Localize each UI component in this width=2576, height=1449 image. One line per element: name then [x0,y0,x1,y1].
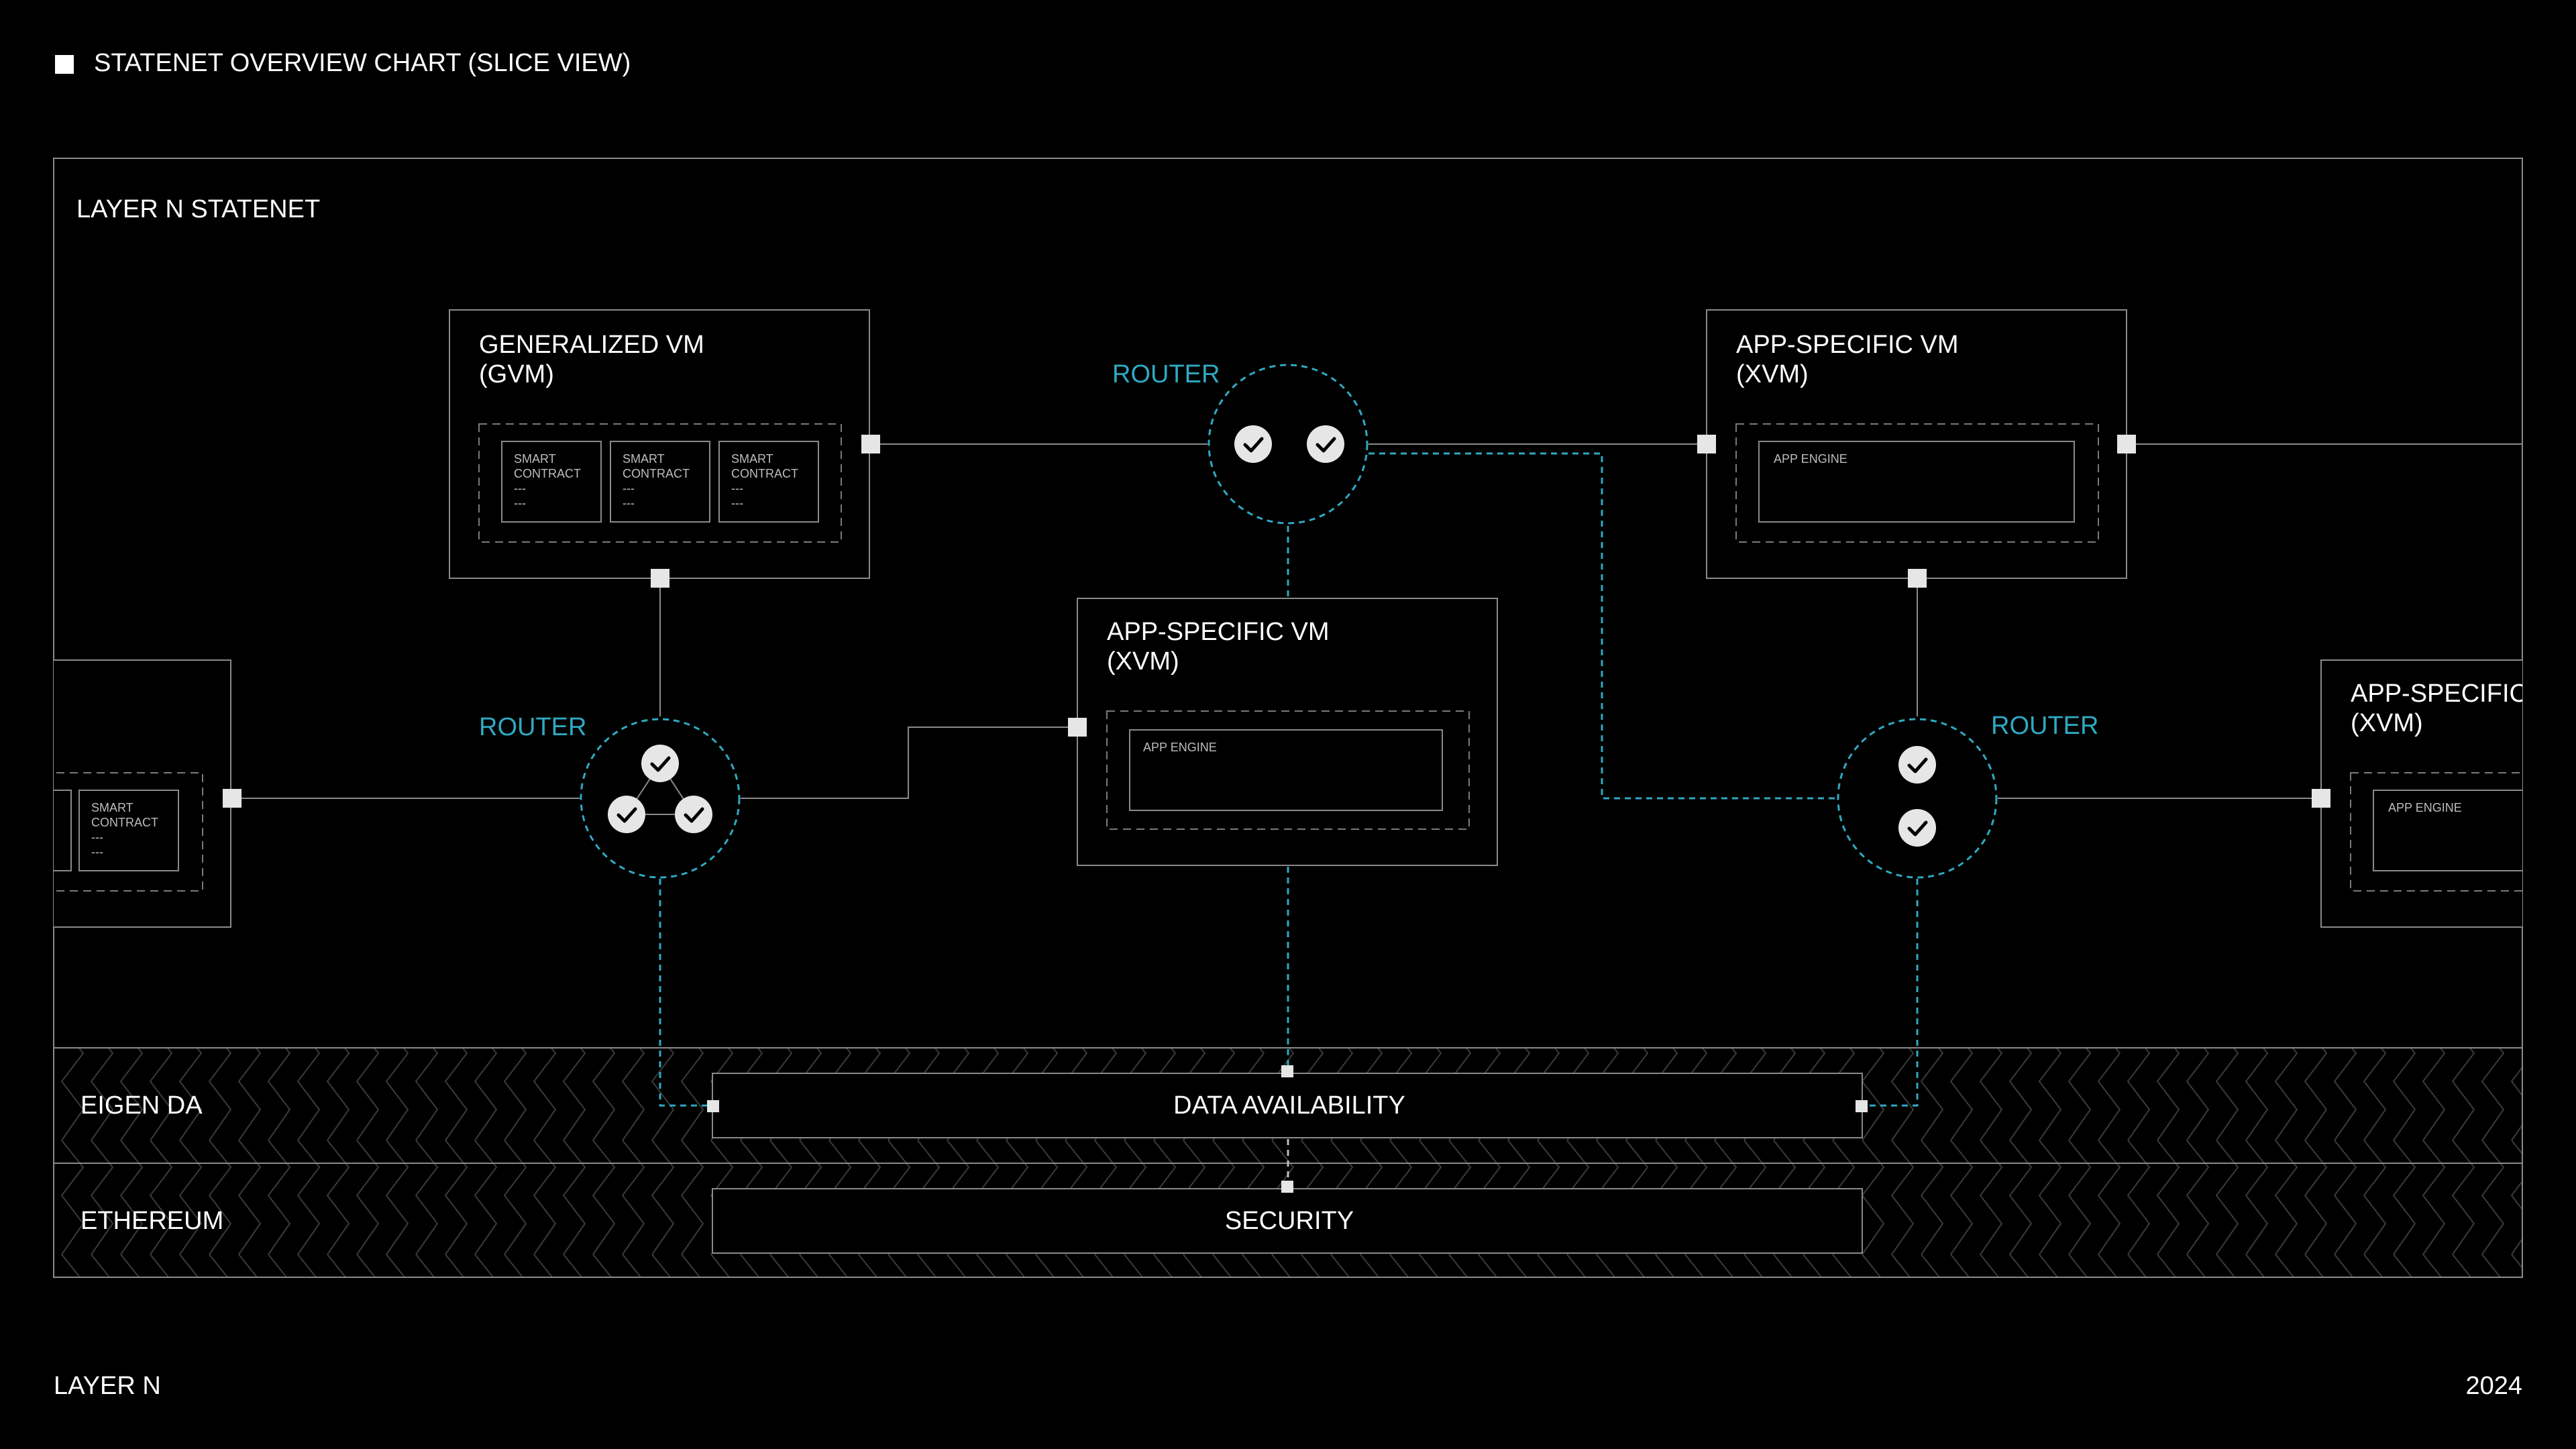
app-engine-box [1129,729,1443,811]
contract-text: CONTRACT [514,467,581,480]
xvm-top-title-line2: (XVM) [1736,360,1809,388]
check-icon [675,796,712,833]
footer-left: LAYER N [54,1372,161,1400]
gvm-contract-group [478,423,842,543]
xvm-center-title-line2: (XVM) [1107,647,1179,676]
contract-text: SMART [514,452,556,466]
connector-node [2117,435,2136,453]
check-icon [1898,809,1936,847]
connector-node [861,435,880,453]
check-icon [1234,425,1272,463]
xvm-top-title-line1: APP-SPECIFIC VM [1736,331,1959,359]
contract-text: --- [623,496,635,510]
xvm-right-title-line2: (XVM) [2351,709,2423,737]
smart-contract-card: SMART CONTRACT --- --- [610,441,710,523]
connector-node [223,789,241,808]
solid-connections [232,443,2522,799]
left-partial-box: I SMART CONTRACT --- --- [48,659,231,928]
connector-node [1281,1181,1293,1193]
contract-text: --- [91,830,103,844]
contract-text: CONTRACT [731,467,798,480]
xvm-right-title-line1: APP-SPECIFIC VM [2351,680,2573,708]
contract-text: --- [623,482,635,495]
page-title: STATENET OVERVIEW CHART (SLICE VIEW) [94,49,631,77]
router-top: ROUTER [1112,360,1368,525]
security-box [712,1188,1863,1254]
connector-node [1856,1100,1868,1112]
contract-text: --- [731,482,743,495]
contract-text: SMART [623,452,665,466]
check-icon [1307,425,1344,463]
smart-contract-card: SMART CONTRACT --- --- [718,441,819,523]
connector-node [1908,569,1927,588]
eigen-da-label: EIGEN DA [80,1091,203,1120]
router-left-label: ROUTER [479,713,586,741]
footer-right: 2024 [2465,1372,2522,1400]
security-label: SECURITY [1225,1207,1354,1235]
connector-node [1697,435,1716,453]
connector-node [1281,1065,1293,1077]
contract-text: --- [731,496,743,510]
app-engine-label: APP ENGINE [2388,801,2462,814]
contract-text: --- [514,482,526,495]
header-square-icon [55,55,74,74]
contract-text: CONTRACT [91,816,158,829]
statenet-title: LAYER N STATENET [76,195,320,223]
router-left: ROUTER [479,713,741,879]
check-icon [1898,746,1936,784]
contract-text: --- [514,496,526,510]
xvm-right-partial-box: APP-SPECIFIC VM (XVM) APP ENGINE [2320,659,2573,928]
smart-contract-card [78,790,179,871]
check-icon [641,745,679,782]
app-engine-label: APP ENGINE [1143,741,1217,754]
xvm-top-box: APP-SPECIFIC VM (XVM) APP ENGINE [1706,309,2127,579]
connector-node [707,1100,719,1112]
contract-text: SMART [91,801,133,814]
app-engine-box [2373,790,2522,871]
router-right-label: ROUTER [1991,712,2098,740]
app-engine-box [1758,441,2075,523]
xvm-center-title-line1: APP-SPECIFIC VM [1107,618,1330,646]
gvm-title-line1: GENERALIZED VM [479,331,704,359]
contract-text: CONTRACT [623,467,690,480]
dashed-connections [659,452,1919,1187]
gvm-title-line2: (GVM) [479,360,554,388]
connector-node [651,569,669,588]
check-icon [608,796,645,833]
connector-node [1068,718,1087,737]
router-top-label: ROUTER [1112,360,1220,388]
smart-contract-card: SMART CONTRACT --- --- [501,441,602,523]
ethereum-label: ETHEREUM [80,1207,223,1235]
router-right: ROUTER [1837,712,2098,879]
data-availability-label: DATA AVAILABILITY [1173,1091,1405,1120]
contract-text: SMART [731,452,773,466]
contract-text: --- [91,845,103,859]
xvm-center-box: APP-SPECIFIC VM (XVM) APP ENGINE [1077,598,1498,866]
connector-node [2312,789,2330,808]
gvm-box: GENERALIZED VM (GVM) SMART CONTRACT --- … [449,309,870,579]
connector-nodes [223,435,2330,1193]
left-partial-title: I [48,680,56,708]
app-engine-label: APP ENGINE [1774,452,1847,466]
